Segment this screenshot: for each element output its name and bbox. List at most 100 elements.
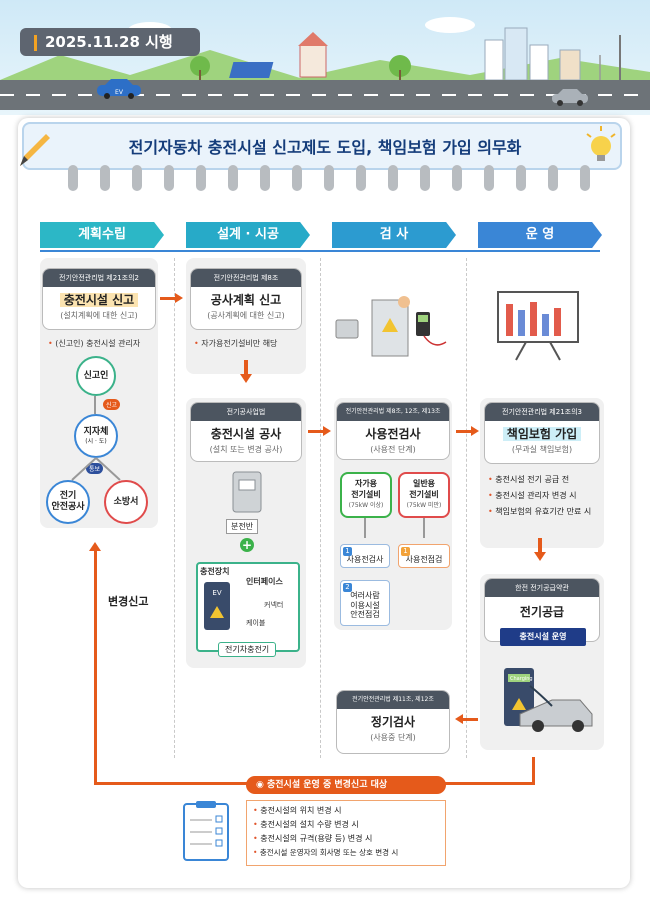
arrow-down xyxy=(534,552,546,561)
phase-inspect: 검 사 xyxy=(332,222,456,248)
construction-plan-sub: (공사계획에 대한 신고) xyxy=(207,311,285,320)
law-label: 전기안전관리법 제8조, 12조, 제13조 xyxy=(337,403,449,421)
binder-ring xyxy=(548,165,558,191)
condition-item: • 책임보험의 유효기간 만료 시 xyxy=(488,507,592,516)
arrow-shaft xyxy=(538,538,542,552)
svg-text:EV: EV xyxy=(115,89,124,96)
binder-ring xyxy=(68,165,78,191)
operation-badge: 충전시설 운영 xyxy=(500,628,586,646)
construction-title: 충전시설 공사 xyxy=(210,427,282,441)
arrow-shaft xyxy=(462,718,478,721)
binder-ring xyxy=(356,165,366,191)
device-label: 충전장치 xyxy=(200,567,230,576)
periodic-sub: (사용중 단계) xyxy=(370,733,416,742)
law-label: 전기안전관리법 제21조의2 xyxy=(43,269,155,287)
plus-icon: + xyxy=(240,537,254,552)
effective-date: 2025.11.28 시행 xyxy=(45,33,173,51)
column-divider xyxy=(320,258,321,758)
law-label: 전기안전관리법 제11조, 제12조 xyxy=(337,691,449,709)
binder-ring xyxy=(324,165,334,191)
loop-arrow-up xyxy=(89,542,101,551)
column-divider xyxy=(466,258,467,758)
change-report-label: 변경신고 xyxy=(108,595,149,608)
report-sub: (설치계획에 대한 신고) xyxy=(60,311,138,320)
connector xyxy=(94,396,96,414)
periodic-title: 정기검사 xyxy=(370,715,416,729)
power-supply-title: 전기공급 xyxy=(519,605,565,619)
binder-ring xyxy=(260,165,270,191)
split-arrows xyxy=(71,457,121,481)
interface-label: 인터페이스 xyxy=(246,577,283,586)
binder-ring xyxy=(132,165,142,191)
info-icon: ◉ xyxy=(256,780,264,790)
change-item: • 충전시설의 규격(용량 등) 변경 시 xyxy=(253,834,373,843)
distribution-panel-icon xyxy=(232,471,262,513)
effective-date-badge: 2025.11.28 시행 xyxy=(20,28,200,56)
construction-plan-title: 공사계획 신고 xyxy=(210,293,282,307)
ev-car-icon: EV xyxy=(97,79,141,99)
node-fire-station: 소방서 xyxy=(104,480,148,524)
binder-ring xyxy=(484,165,494,191)
periodic-inspection-card: 전기안전관리법 제11조, 제12조 정기검사 (사용중 단계) xyxy=(336,690,450,754)
report-card: 전기안전관리법 제21조의2 충전시설 신고 (설치계획에 대한 신고) xyxy=(42,268,156,330)
binder-ring xyxy=(100,165,110,191)
law-label: 전기안전관리법 제21조의3 xyxy=(485,403,599,421)
construction-sub: (설치 또는 변경 공사) xyxy=(209,445,283,454)
checklist-icon xyxy=(183,801,229,861)
page-title: 전기자동차 충전시설 신고제도 도입, 책임보험 가입 의무화 xyxy=(128,138,522,157)
charging-screen-label: Charging xyxy=(510,676,533,682)
presentation-board-icon xyxy=(497,291,579,361)
arrow-shaft xyxy=(308,430,324,433)
change-item: • 충전시설 운영자의 회사명 또는 상호 변경 시 xyxy=(253,848,399,857)
general-equipment-box: 일반용 전기설비 (75kW 미만) xyxy=(398,472,450,518)
pre-use-title: 사용전검사 xyxy=(365,427,421,441)
loop-line xyxy=(532,757,535,785)
binder-ring xyxy=(196,165,206,191)
binder-ring xyxy=(228,165,238,191)
ev-charger-label: 전기차충전기 xyxy=(218,642,277,657)
arrow-shaft xyxy=(160,297,176,300)
phase-operate: 운 영 xyxy=(478,222,602,248)
hero-illustration xyxy=(0,17,650,81)
svg-text:EV: EV xyxy=(212,589,221,597)
insurance-title: 책임보험 가입 xyxy=(502,427,582,441)
column-divider xyxy=(174,258,175,758)
insurance-card: 전기안전관리법 제21조의3 책임보험 가입 (무과실 책임보험) xyxy=(484,402,600,464)
private-only-note: • 자가용전기설비만 해당 xyxy=(194,339,278,348)
report-title: 충전시설 신고 xyxy=(59,293,139,307)
phase-design: 설계 · 시공 xyxy=(186,222,310,248)
change-item: • 충전시설의 위치 변경 시 xyxy=(253,806,342,815)
binder-ring xyxy=(420,165,430,191)
phase-plan: 계획수립 xyxy=(40,222,164,248)
arrow-left xyxy=(455,714,463,724)
road-line xyxy=(0,94,650,96)
cable-label: 케이블 xyxy=(246,619,266,627)
change-target-list: • 충전시설의 위치 변경 시 • 충전시설의 설치 수량 변경 시 • 충전시… xyxy=(246,800,446,866)
reporter-note: • (신고인) 충전시설 관리자 xyxy=(48,339,141,348)
pencil-icon xyxy=(20,134,50,166)
private-equipment-box: 자가용 전기설비 (75kW 이상) xyxy=(340,472,392,518)
lightbulb-icon xyxy=(586,126,616,161)
binder-ring xyxy=(580,165,590,191)
panel-label: 분전반 xyxy=(226,519,259,534)
gray-car-icon xyxy=(552,89,588,106)
arrow-right xyxy=(175,293,183,303)
change-target-header: ◉ 충전시설 운영 중 변경신고 대상 xyxy=(246,776,446,794)
tag-notify: 통보 xyxy=(86,463,104,474)
inspection-illustration xyxy=(335,296,447,357)
pre-use-sub: (사용전 단계) xyxy=(370,445,416,454)
charger-unit-icon: EV xyxy=(204,582,230,630)
construction-plan-card: 전기안전관리법 제8조 공사계획 신고 (공사계획에 대한 신고) xyxy=(190,268,302,330)
pre-use-card: 전기안전관리법 제8조, 12조, 제13조 사용전검사 (사용전 단계) xyxy=(336,402,450,460)
binder-ring xyxy=(452,165,462,191)
tag-report: 신고 xyxy=(103,399,121,410)
arrow-right xyxy=(323,426,331,436)
arrow-shaft xyxy=(456,430,472,433)
law-label: 전기안전관리법 제8조 xyxy=(191,269,301,287)
node-local-gov: 지자체(시 · 도) xyxy=(74,414,118,458)
insurance-conditions: • 충전시설 전기 공급 전 • 충전시설 관리자 변경 시 • 책임보험의 유… xyxy=(488,474,602,522)
arrow-right xyxy=(471,426,479,436)
binder-ring xyxy=(164,165,174,191)
arrow-shaft xyxy=(244,360,248,374)
